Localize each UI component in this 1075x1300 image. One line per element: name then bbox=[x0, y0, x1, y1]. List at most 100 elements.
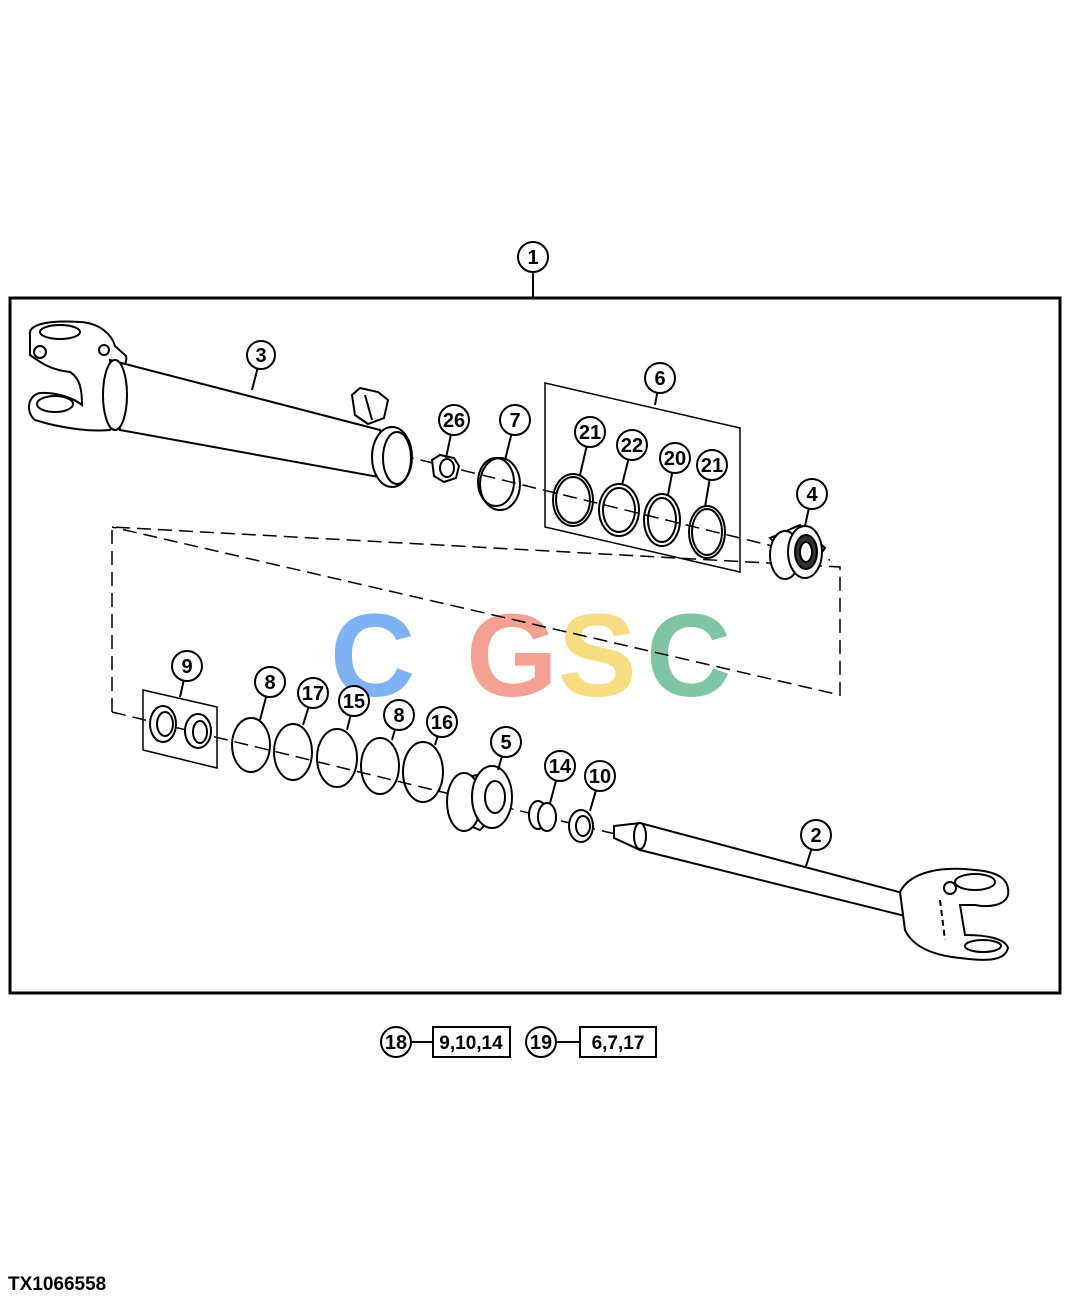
callout-c21b: 21 bbox=[696, 449, 728, 508]
callout-c21a: 21 bbox=[574, 416, 606, 476]
callout-circle bbox=[297, 677, 329, 709]
callout-leader bbox=[579, 446, 588, 476]
callout-leader bbox=[346, 715, 352, 731]
callout-leader bbox=[504, 434, 513, 461]
callout-circle bbox=[246, 340, 276, 370]
callout-c5: 5 bbox=[490, 726, 522, 771]
kit-18-label: 18 bbox=[385, 1032, 407, 1054]
watermark-letter-2: G bbox=[466, 590, 558, 722]
callout-circle bbox=[426, 706, 458, 738]
callout-leader bbox=[302, 707, 310, 726]
callout-c1: 1 bbox=[517, 241, 549, 273]
callout-circle bbox=[171, 650, 203, 682]
callouts: 1 3 26 7 6 21 22 20 21 4 9 8 17 15 8 16 5 14 10 2 bbox=[171, 241, 832, 867]
callout-circle bbox=[499, 404, 531, 436]
callout-c22: 22 bbox=[616, 429, 648, 486]
callout-c20: 20 bbox=[659, 442, 691, 496]
callout-c8b: 8 bbox=[383, 699, 415, 741]
callout-c6: 6 bbox=[644, 362, 676, 406]
callout-circle bbox=[338, 685, 370, 717]
callout-leader bbox=[805, 848, 813, 867]
callout-label: 16 bbox=[431, 712, 453, 734]
callout-label: 8 bbox=[393, 705, 404, 727]
bushing-14 bbox=[528, 800, 557, 832]
kit-19-contents: 6,7,17 bbox=[592, 1033, 645, 1054]
watermark: C G S C bbox=[330, 590, 731, 722]
kit-6-rings bbox=[552, 473, 726, 559]
ring-7 bbox=[477, 457, 521, 511]
callout-leader bbox=[667, 472, 674, 496]
callout-label: 8 bbox=[264, 672, 275, 694]
callout-c8a: 8 bbox=[254, 666, 286, 721]
assembly-frame bbox=[8, 270, 1062, 995]
kit-19: 19 6,7,17 bbox=[525, 1026, 657, 1058]
callout-c7: 7 bbox=[499, 404, 531, 461]
callout-circle bbox=[584, 760, 616, 792]
callout-c10: 10 bbox=[584, 760, 616, 812]
callout-leader bbox=[434, 736, 439, 746]
callout-leader bbox=[549, 780, 558, 804]
watermark-letter-4: C bbox=[646, 590, 731, 722]
piston-rings bbox=[231, 717, 444, 803]
callout-label: 5 bbox=[500, 732, 511, 754]
callout-c3: 3 bbox=[246, 340, 276, 391]
callout-label: 21 bbox=[701, 455, 723, 477]
cylinder-barrel bbox=[28, 320, 413, 488]
callout-leader bbox=[654, 392, 659, 406]
callout-leader bbox=[804, 508, 810, 527]
callout-label: 14 bbox=[549, 756, 572, 778]
callout-label: 3 bbox=[255, 345, 266, 367]
callout-circle bbox=[438, 404, 470, 436]
callout-leader bbox=[589, 790, 597, 812]
callout-leader bbox=[704, 479, 711, 508]
callout-c9: 9 bbox=[171, 650, 203, 698]
callout-c26: 26 bbox=[438, 404, 470, 459]
callout-leader bbox=[391, 729, 396, 741]
watermark-letter-3: S bbox=[558, 590, 637, 722]
callout-circle bbox=[800, 819, 832, 851]
kit-19-label: 19 bbox=[530, 1032, 552, 1054]
piston bbox=[446, 765, 513, 832]
callout-c4: 4 bbox=[796, 478, 828, 527]
callout-leader bbox=[497, 756, 503, 771]
callout-circle bbox=[490, 726, 522, 758]
callout-leader bbox=[445, 434, 452, 459]
callout-label: 7 bbox=[509, 410, 520, 432]
callout-label: 22 bbox=[621, 435, 643, 457]
kit-18-contents: 9,10,14 bbox=[439, 1033, 503, 1054]
callout-label: 6 bbox=[654, 368, 665, 390]
callout-label: 15 bbox=[343, 691, 365, 713]
callout-circle bbox=[696, 449, 728, 481]
callout-circle bbox=[644, 362, 676, 394]
callout-label: 10 bbox=[589, 766, 611, 788]
callout-circle bbox=[383, 699, 415, 731]
callout-circle bbox=[544, 750, 576, 782]
gland bbox=[768, 523, 827, 580]
cylinder-rod bbox=[613, 821, 1010, 961]
callout-leader bbox=[179, 680, 185, 698]
callout-c16: 16 bbox=[426, 706, 458, 746]
callout-label: 26 bbox=[443, 410, 465, 432]
kit-6-box bbox=[544, 382, 741, 573]
callout-label: 9 bbox=[181, 656, 192, 678]
callout-circle bbox=[254, 666, 286, 698]
nut bbox=[430, 453, 461, 484]
callout-circle bbox=[659, 442, 691, 474]
callout-circle bbox=[796, 478, 828, 510]
figure-id: TX1066558 bbox=[8, 1274, 107, 1295]
callout-leader bbox=[251, 368, 259, 391]
callout-c17: 17 bbox=[297, 677, 329, 726]
callout-label: 4 bbox=[806, 484, 818, 506]
callout-leader bbox=[259, 696, 268, 721]
kit-18: 18 9,10,14 bbox=[380, 1026, 511, 1058]
seal-10 bbox=[568, 809, 594, 843]
callout-c15: 15 bbox=[338, 685, 370, 731]
callout-label: 1 bbox=[527, 247, 538, 269]
callout-label: 17 bbox=[302, 683, 324, 705]
callout-leader bbox=[621, 459, 630, 486]
callout-c2: 2 bbox=[800, 819, 832, 867]
kit-legend: 18 9,10,14 19 6,7,17 bbox=[380, 1026, 657, 1058]
callout-label: 20 bbox=[664, 448, 686, 470]
callout-label: 21 bbox=[579, 422, 601, 444]
